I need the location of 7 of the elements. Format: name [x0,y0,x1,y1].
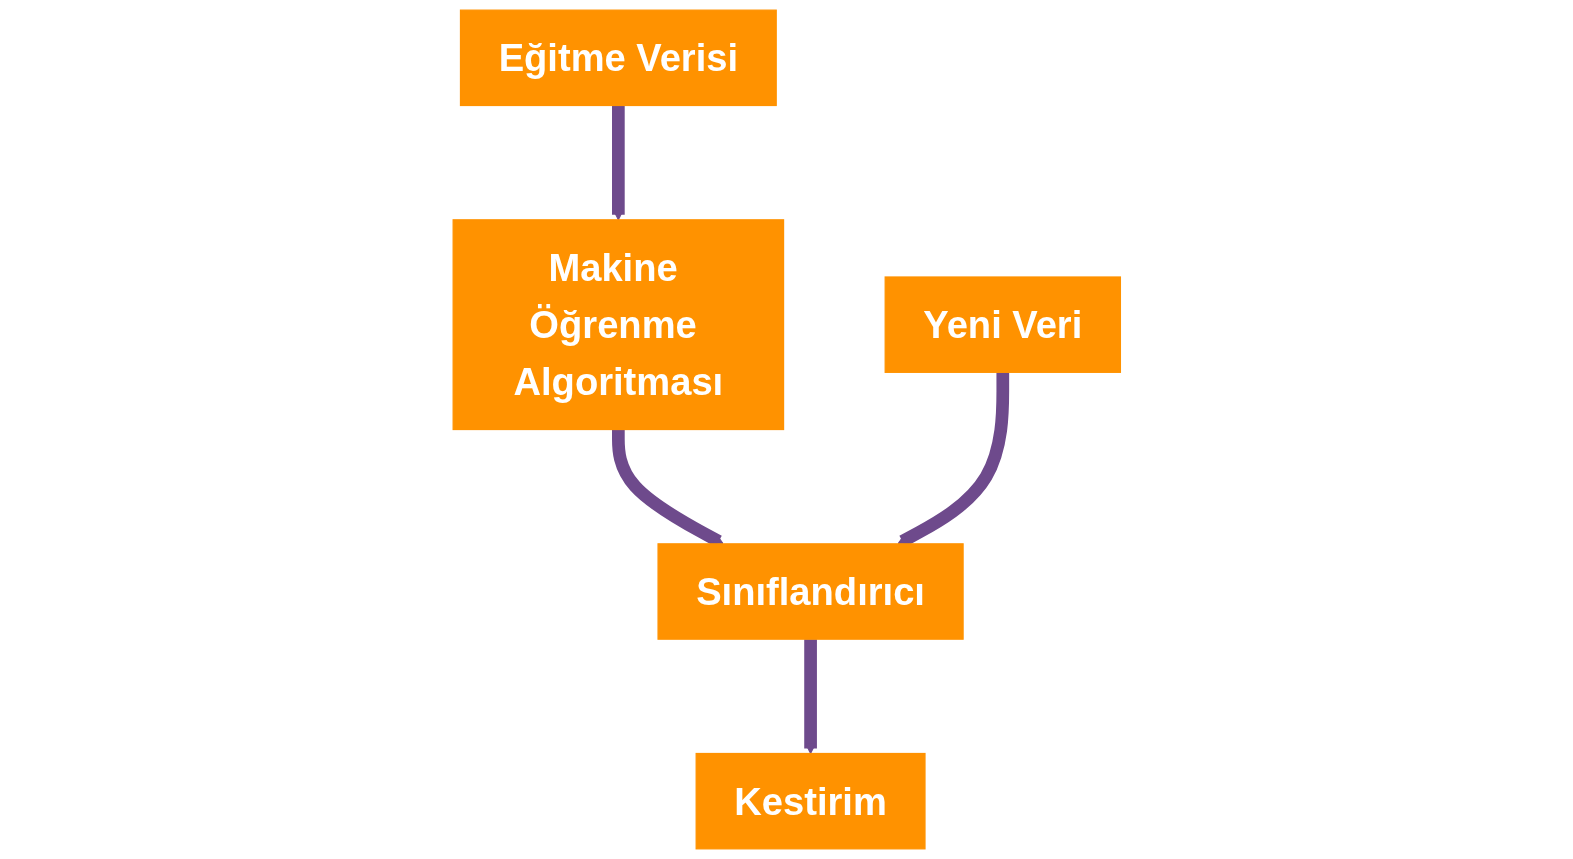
node-box: Eğitme Verisi [459,9,777,107]
node-box: Yeni Veri [884,276,1121,373]
arrow [803,639,817,755]
node-box: Sınıflandırıcı [657,543,964,640]
node-box: Makine Öğrenme Algoritması [452,219,784,431]
arrow [611,105,625,221]
node-box: Kestirim [695,752,926,850]
